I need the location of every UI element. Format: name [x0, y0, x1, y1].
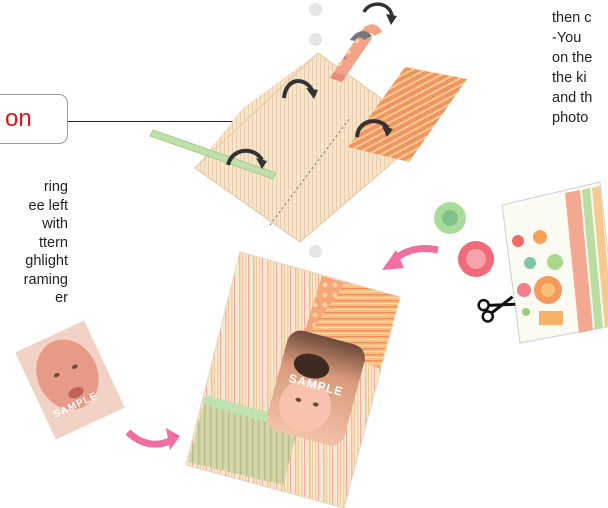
fold-diagram — [150, 4, 467, 242]
sticker-sheet — [502, 182, 608, 343]
scissors — [477, 290, 517, 323]
baby-photo — [15, 320, 124, 439]
flower-stickers — [434, 202, 494, 277]
